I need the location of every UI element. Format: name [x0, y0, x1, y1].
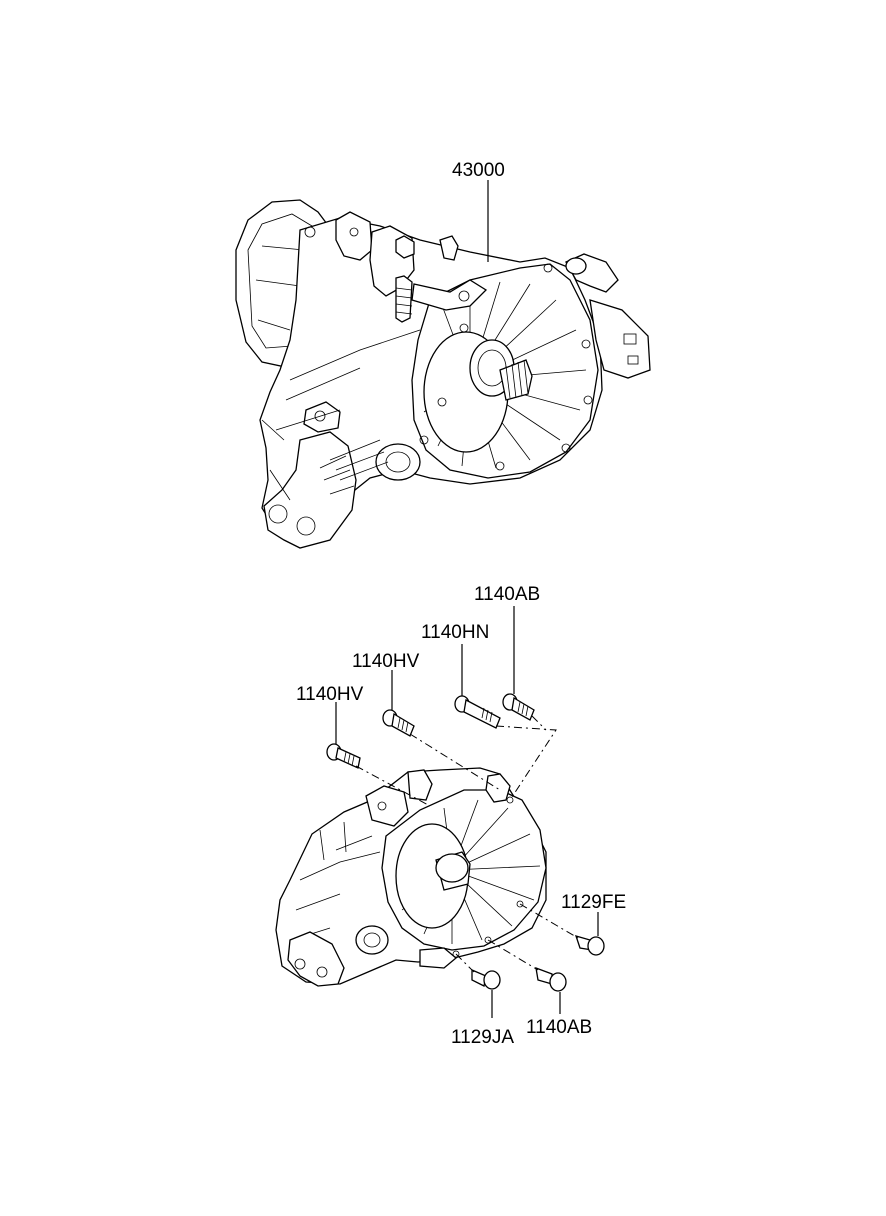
callout-43000: 43000 — [452, 160, 505, 181]
bolt-1129FE-drawing — [574, 935, 605, 956]
bolt-1140AB-bottom-drawing — [535, 966, 567, 992]
callout-1129JA: 1129JA — [451, 1027, 514, 1048]
callout-1129FE: 1129FE — [561, 892, 626, 913]
bolt-1140HN-drawing — [454, 695, 501, 729]
transaxle-assembly-drawing — [235, 199, 651, 549]
transaxle-bolt-view-drawing — [275, 767, 547, 987]
callout-1140AB-bottom: 1140AB — [526, 1017, 592, 1038]
bolt-1140AB-top-drawing — [502, 693, 535, 721]
callout-1140HV-lower: 1140HV — [296, 684, 364, 705]
callout-1140AB-top: 1140AB — [474, 584, 540, 605]
alignment-lines — [355, 715, 579, 973]
callout-1140HV-upper: 1140HV — [352, 651, 420, 672]
bolt-1140HV-upper-drawing — [382, 709, 415, 737]
bolt-1129JA-drawing — [471, 969, 501, 990]
callout-1140HN: 1140HN — [421, 622, 489, 643]
bolt-1140HV-lower-drawing — [326, 743, 361, 769]
